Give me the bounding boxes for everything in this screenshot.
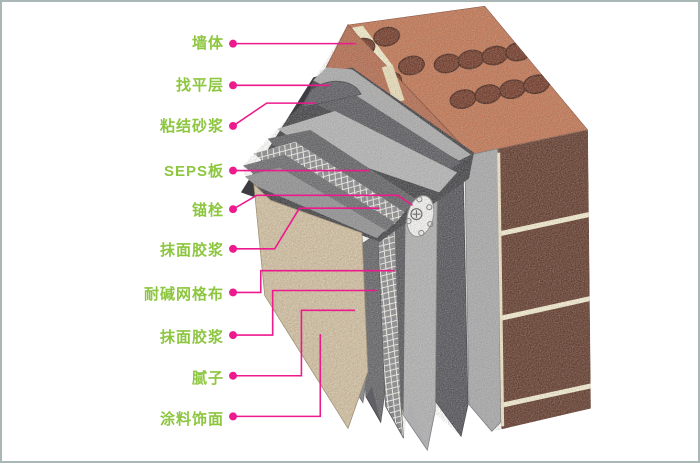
label-bonding-mortar: 粘结砂浆 [159, 118, 224, 135]
label-wall: 墙体 [191, 35, 224, 52]
leader-mesh [233, 269, 395, 294]
label-anchor: 锚栓 [191, 202, 224, 219]
label-basecoat: 抹面胶浆 [159, 329, 224, 346]
label-putty: 腻子 [191, 370, 224, 387]
leader-dots [229, 39, 237, 421]
label-finishcoat: 抹面胶浆 [159, 242, 224, 259]
leader-bonding-mortar [232, 102, 317, 127]
label-seps-board: SEPS板 [163, 163, 224, 180]
leader-finishcoat [233, 207, 380, 250]
label-leveling: 找平层 [175, 77, 224, 94]
leader-paint [233, 334, 322, 418]
leader-anchor [232, 194, 413, 210]
label-mesh: 耐碱网格布 [143, 286, 224, 303]
layer-bonding-mortar-face [432, 162, 469, 438]
leader-lines [232, 42, 413, 418]
leader-basecoat [233, 289, 377, 336]
label-paint-finish: 涂料饰面 [159, 411, 224, 428]
leader-putty [233, 309, 355, 377]
